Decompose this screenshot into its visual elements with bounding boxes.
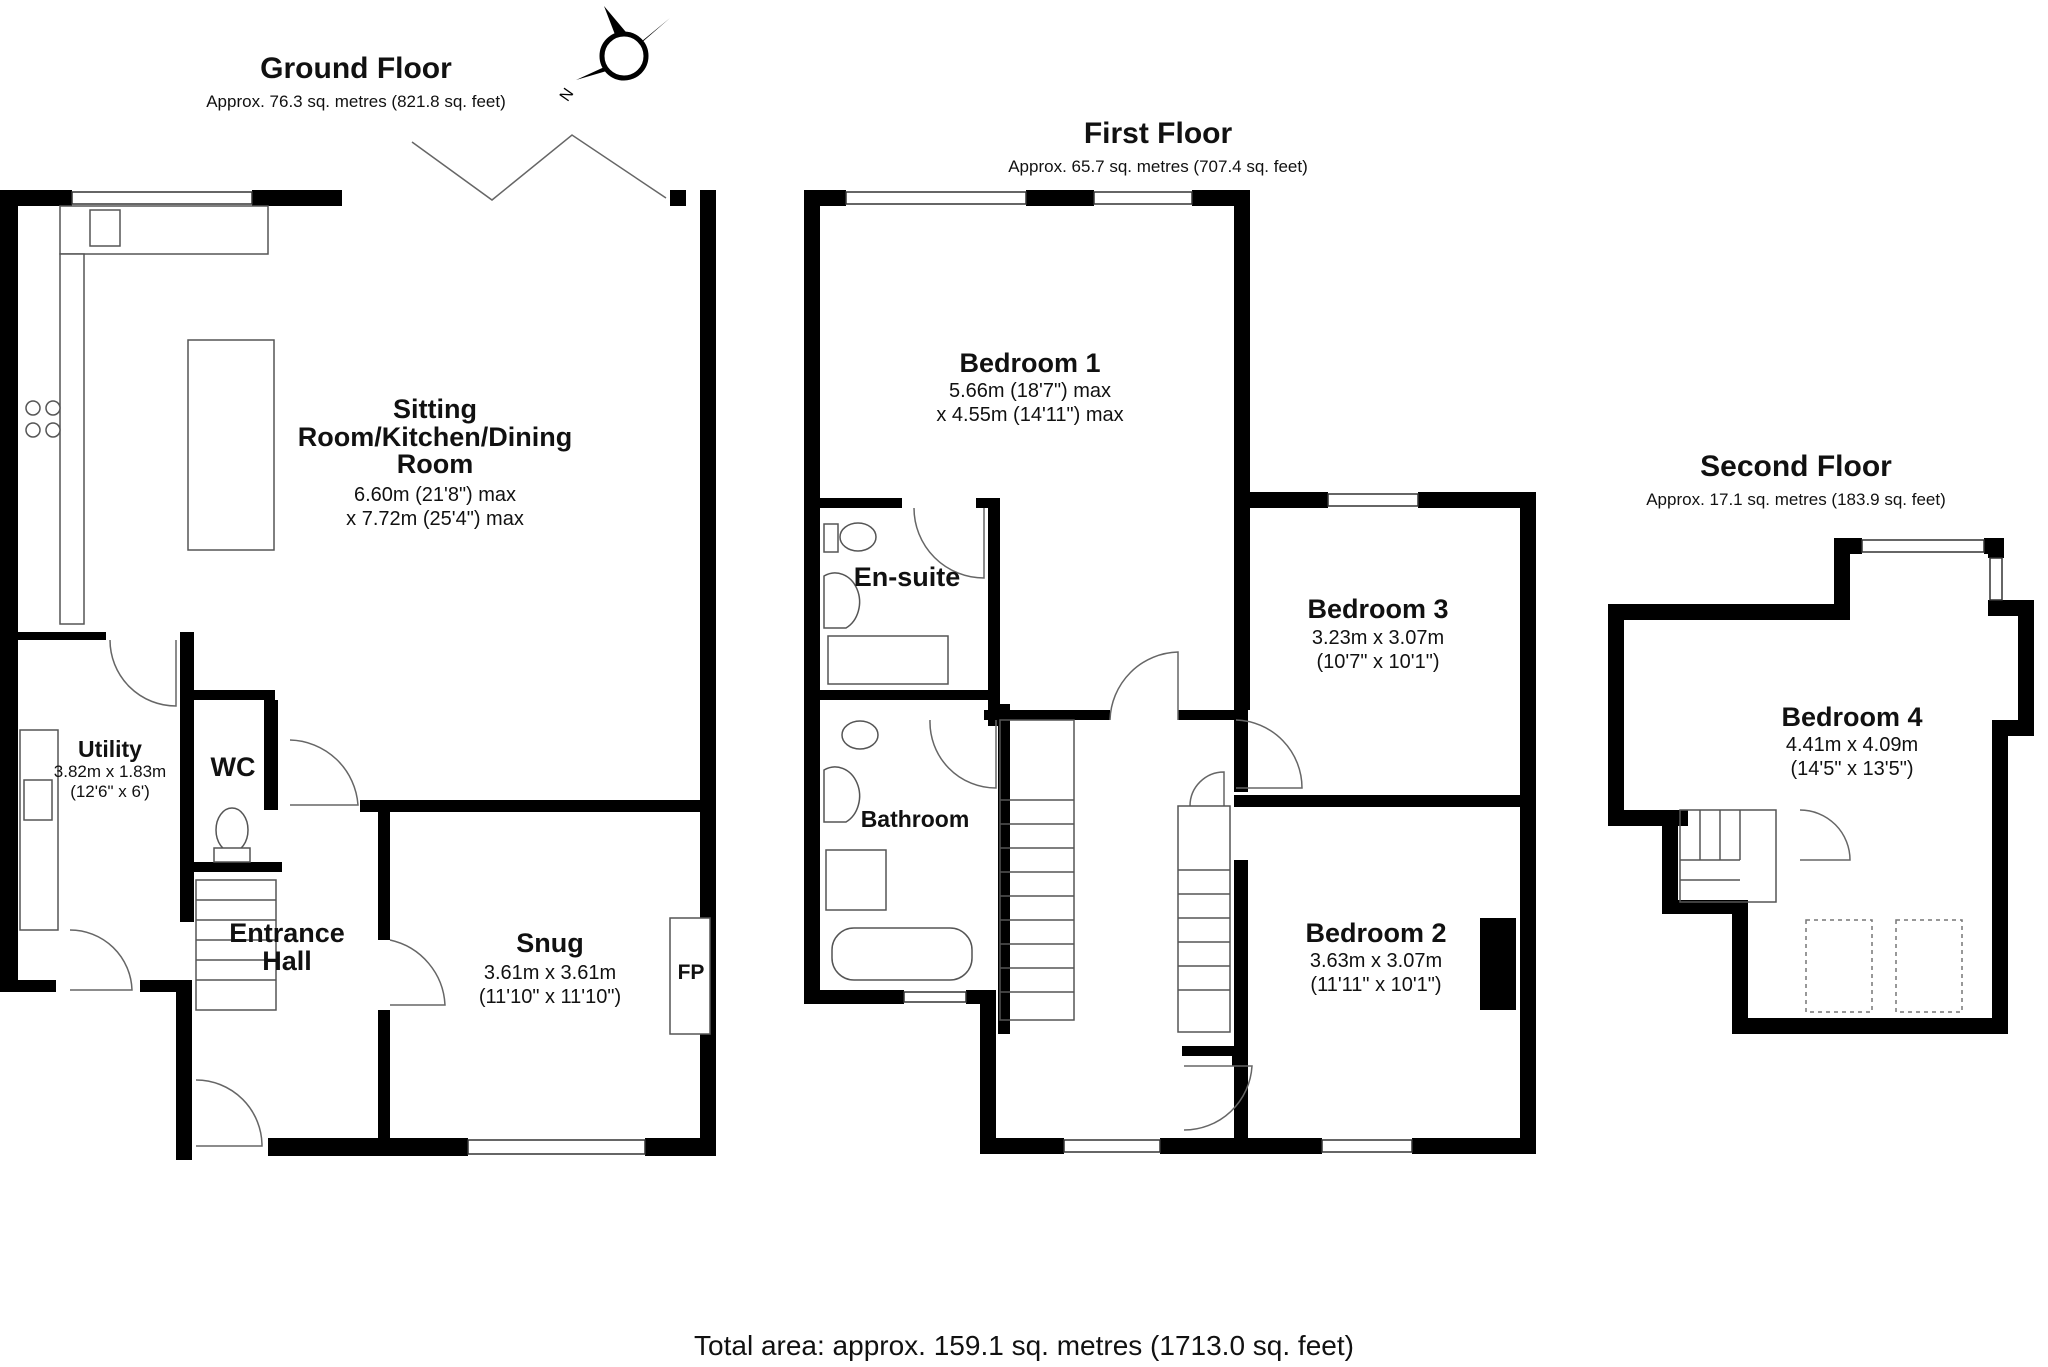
compass-north-label: N [557,85,578,104]
first-floor-plan [804,190,1536,1154]
total-area: Total area: approx. 159.1 sq. metres (17… [694,1330,1354,1361]
sitting-dimensions-2: x 7.72m (25'4") max [346,508,524,530]
room-bathroom: Bathroom [860,806,970,832]
room-bedroom-3: Bedroom 3 [1307,594,1449,624]
bedroom-1-dimensions-2: x 4.55m (14'11") max [936,404,1124,426]
ground-floor-title: Ground Floor [260,52,452,85]
bedroom-4-dimensions-1: 4.41m x 4.09m [1785,734,1919,756]
utility-dimensions-1: 3.82m x 1.83m [53,762,167,781]
room-bedroom-2: Bedroom 2 [1305,918,1447,948]
room-wc: WC [210,752,256,782]
bedroom-3-dimensions-1: 3.23m x 3.07m [1311,627,1445,649]
snug-dimensions-1: 3.61m x 3.61m [483,962,617,984]
sitting-dimensions-1: 6.60m (21'8") max [353,484,517,506]
room-sitting-kitchen-dining: Sitting Room/Kitchen/Dining Room [297,394,573,480]
room-snug: Snug [516,928,584,958]
compass-icon: N [557,6,670,105]
fireplace-label: FP [677,961,705,984]
room-bedroom-1: Bedroom 1 [959,348,1101,378]
room-utility: Utility [78,736,142,762]
second-floor-title: Second Floor [1700,450,1892,483]
bedroom-2-dimensions-2: (11'11" x 10'1") [1310,974,1442,996]
first-floor-stairs [999,719,1231,1033]
ground-floor-area: Approx. 76.3 sq. metres (821.8 sq. feet) [206,92,506,111]
first-floor-area: Approx. 65.7 sq. metres (707.4 sq. feet) [1008,157,1308,176]
ground-floor-plan [0,134,716,1160]
bedroom-2-dimensions-1: 3.63m x 3.07m [1309,950,1443,972]
second-floor-plan [1608,538,2034,1034]
ground-floor-stairs [195,879,277,1011]
second-floor-area: Approx. 17.1 sq. metres (183.9 sq. feet) [1646,490,1946,509]
room-bedroom-4: Bedroom 4 [1781,702,1923,732]
room-en-suite: En-suite [853,562,961,592]
snug-dimensions-2: (11'10" x 11'10") [478,986,622,1008]
bedroom-3-dimensions-2: (10'7" x 10'1") [1316,651,1440,673]
room-entrance-hall: Entrance Hall [229,918,345,976]
bedroom-4-dimensions-2: (14'5" x 13'5") [1790,758,1914,780]
bedroom-1-dimensions-1: 5.66m (18'7") max [948,380,1112,402]
utility-dimensions-2: (12'6" x 6') [70,782,150,801]
second-floor-stairs [1679,809,1777,903]
first-floor-title: First Floor [1083,117,1233,150]
